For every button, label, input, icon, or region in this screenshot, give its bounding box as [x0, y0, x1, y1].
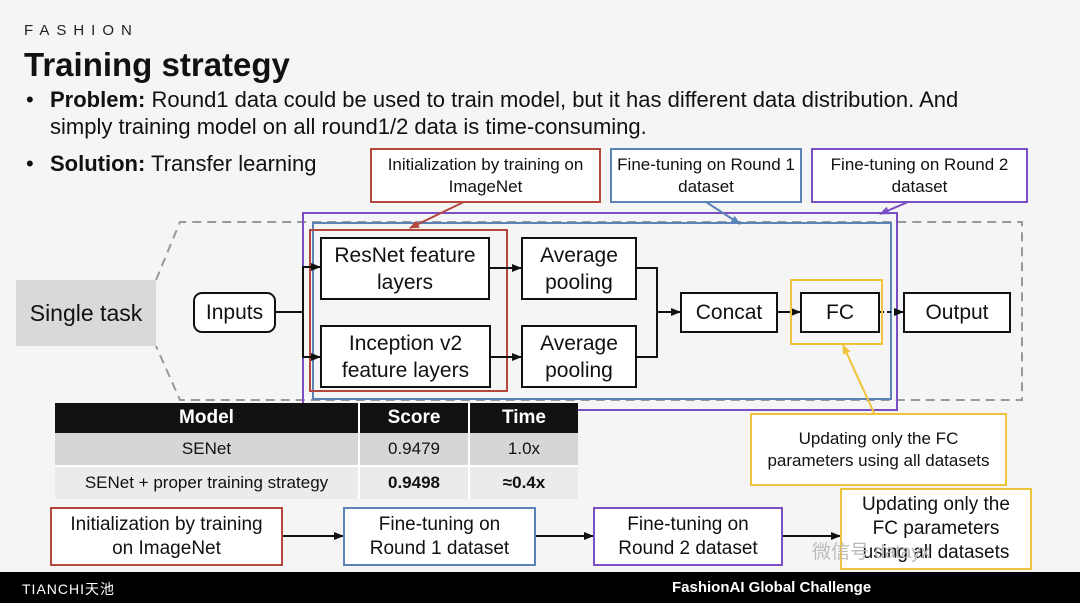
pipeline-step-round2: Fine-tuning on Round 2 dataset — [593, 507, 783, 566]
fc-node: FC — [800, 292, 880, 333]
table-row: SENet 0.9479 1.0x — [55, 433, 578, 466]
cell-model: SENet + proper training strategy — [55, 465, 359, 499]
header-model: Model — [55, 403, 359, 433]
single-task-region — [155, 221, 1023, 401]
pipeline-step-round1: Fine-tuning on Round 1 dataset — [343, 507, 536, 566]
problem-label: Problem: — [50, 87, 146, 112]
bullet-dot: • — [26, 151, 34, 176]
solution-label: Solution: — [50, 151, 146, 176]
page-title: Training strategy — [24, 46, 290, 83]
problem-text: Round1 data could be used to train model… — [145, 87, 959, 112]
table-header-row: Model Score Time — [55, 403, 578, 433]
header-score: Score — [358, 403, 469, 433]
output-node: Output — [903, 292, 1011, 333]
table-row: SENet + proper training strategy 0.9498 … — [55, 465, 578, 499]
average-pooling-node-1: Average pooling — [521, 237, 637, 300]
callout-update-fc: Updating only the FC parameters using al… — [750, 413, 1007, 486]
callout-imagenet-init: Initialization by training on ImageNet — [370, 148, 601, 203]
cell-score: 0.9498 — [358, 465, 469, 499]
cell-score: 0.9479 — [358, 433, 469, 466]
solution-text: Transfer learning — [145, 151, 317, 176]
solution-bullet: • Solution: Transfer learning — [26, 150, 317, 177]
fc-highlight — [790, 279, 883, 345]
average-pooling-node-2: Average pooling — [521, 325, 637, 388]
bullet-dot: • — [26, 87, 34, 112]
inputs-node: Inputs — [193, 292, 276, 333]
imagenet-region — [309, 229, 508, 392]
callout-finetune-round2: Fine-tuning on Round 2 dataset — [811, 148, 1028, 203]
cell-time: ≈0.4x — [468, 465, 578, 499]
footer-tianchi-logo: TIANCHI天池 — [22, 581, 115, 597]
resnet-feature-layers-node: ResNet feature layers — [320, 237, 490, 300]
problem-text-line2: simply training model on all round1/2 da… — [50, 114, 647, 139]
header-time: Time — [468, 403, 578, 433]
cell-time: 1.0x — [468, 433, 578, 466]
watermark: 微信号 datayx — [812, 542, 931, 563]
single-task-label: Single task — [16, 280, 156, 346]
concat-node: Concat — [680, 292, 778, 333]
cell-model: SENet — [55, 433, 359, 466]
brand-logo: FASHION — [24, 22, 139, 39]
pipeline-step-imagenet: Initialization by training on ImageNet — [50, 507, 283, 566]
problem-bullet: • Problem: Round1 data could be used to t… — [26, 86, 958, 113]
callout-finetune-round1: Fine-tuning on Round 1 dataset — [610, 148, 802, 203]
pipeline-step-update-fc: Updating only the FC parameters using al… — [840, 488, 1032, 570]
footer-challenge-title: FashionAI Global Challenge — [672, 579, 872, 596]
footer-bar: TIANCHI天池 FashionAI Global Challenge — [0, 572, 1080, 603]
results-table: Model Score Time SENet 0.9479 1.0x SENet… — [55, 403, 578, 499]
inception-feature-layers-node: Inception v2 feature layers — [320, 325, 491, 388]
